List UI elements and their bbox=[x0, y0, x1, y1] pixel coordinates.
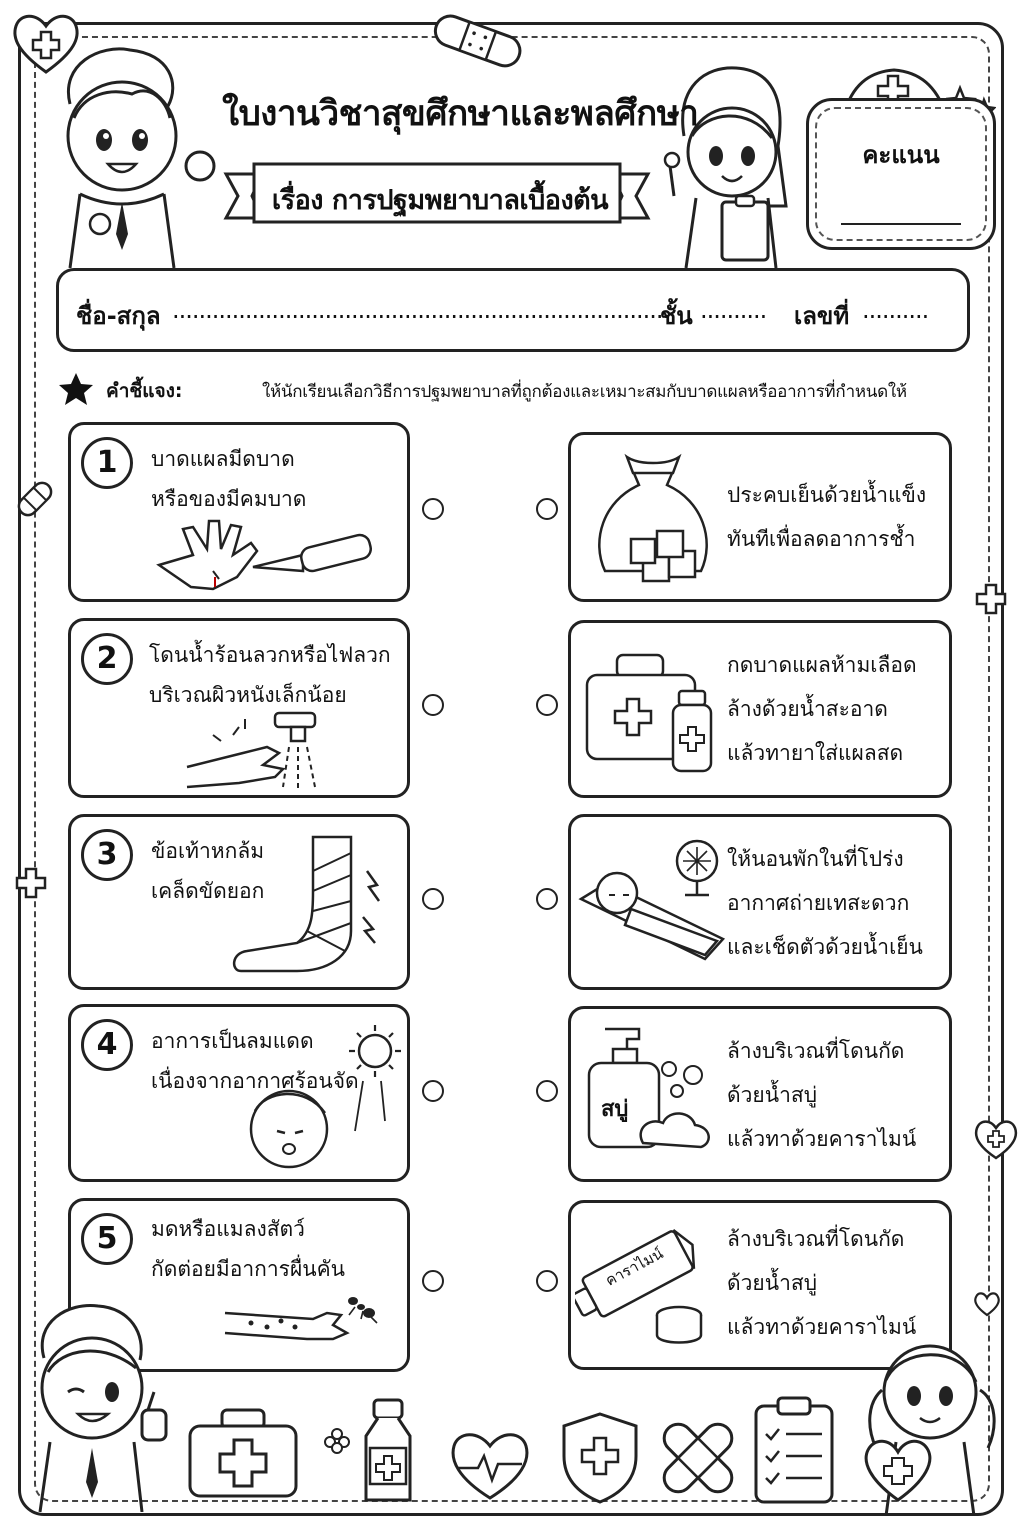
girl-doctor-heart-illustration bbox=[856, 1330, 1006, 1516]
heart-pulse-icon bbox=[448, 1428, 532, 1502]
answer-card-4: สบู่ ล้างบริเวณที่โดนกัดด้วยน้ำสบู่แล้วท… bbox=[568, 1006, 952, 1182]
bandaged-ankle-icon bbox=[233, 835, 381, 973]
question-text: บาดแผลมีดบาดหรือของมีคมบาด bbox=[151, 447, 307, 511]
heatstroke-child-icon bbox=[249, 1025, 401, 1169]
question-card-4: 4 อาการเป็นลมแดดเนื่องจากอากาศร้อนจัด bbox=[68, 1004, 410, 1182]
student-info-box bbox=[56, 268, 970, 352]
match-dot-right-1[interactable] bbox=[536, 498, 558, 520]
girl-doctor-illustration bbox=[656, 56, 806, 268]
question-text: มดหรือแมลงสัตว์กัดต่อยมีอาการผื่นคัน bbox=[151, 1217, 346, 1281]
question-number: 1 bbox=[81, 437, 133, 489]
match-dot-right-3[interactable] bbox=[536, 888, 558, 910]
crossed-bandages-icon bbox=[652, 1410, 744, 1506]
answer-text: ประคบเย็นด้วยน้ำแข็งทันทีเพื่อลดอาการช้ำ bbox=[727, 483, 927, 551]
answer-text: ให้นอนพักในที่โปร่งอากาศถ่ายเทสะดวกและเช… bbox=[727, 847, 923, 959]
match-dot-right-5[interactable] bbox=[536, 1270, 558, 1292]
worksheet-subtitle: เรื่อง การปฐมพยาบาลเบื้องต้น bbox=[271, 185, 609, 216]
worksheet-title: ใบงานวิชาสุขศึกษาและพลศึกษา bbox=[222, 94, 699, 134]
cut-hand-knife-icon bbox=[156, 519, 372, 591]
class-field[interactable]: .......... bbox=[700, 296, 767, 324]
heart-icon bbox=[972, 1290, 1002, 1318]
plus-icon bbox=[974, 582, 1008, 616]
score-box: คะแนน bbox=[806, 98, 996, 250]
answer-text: ล้างบริเวณที่โดนกัดด้วยน้ำสบู่แล้วทาด้วย… bbox=[727, 1039, 917, 1151]
heart-plus-icon bbox=[972, 1118, 1020, 1162]
boy-doctor-thumbs-up-illustration bbox=[18, 1298, 178, 1512]
question-number: 3 bbox=[81, 829, 133, 881]
shield-cross-icon bbox=[560, 1410, 640, 1506]
page-border bbox=[18, 22, 1004, 1516]
ice-bag-icon bbox=[598, 453, 708, 583]
number-field[interactable]: .......... bbox=[862, 296, 929, 324]
match-dot-left-5[interactable] bbox=[422, 1270, 444, 1292]
heart-plus-icon bbox=[8, 10, 84, 76]
question-number: 4 bbox=[81, 1019, 133, 1071]
match-dot-left-3[interactable] bbox=[422, 888, 444, 910]
match-dot-left-1[interactable] bbox=[422, 498, 444, 520]
question-card-2: 2 โดนน้ำร้อนลวกหรือไฟลวกบริเวณผิวหนังเล็… bbox=[68, 618, 410, 798]
answer-text: กดบาดแผลห้ามเลือดล้างด้วยน้ำสะอาดแล้วทาย… bbox=[727, 653, 917, 765]
medicine-bottle-icon bbox=[356, 1396, 420, 1506]
question-text: ข้อเท้าหกล้มเคล็ดขัดยอก bbox=[151, 839, 265, 903]
calamine-tube-icon bbox=[575, 1228, 703, 1344]
score-label: คะแนน bbox=[862, 141, 940, 169]
number-label: เลขที่ bbox=[794, 302, 850, 330]
first-aid-kit-bottle-icon bbox=[585, 653, 713, 773]
flower-icon bbox=[324, 1428, 350, 1454]
bandage-icon bbox=[428, 8, 528, 72]
instruction: คำชี้แจง: ให้นักเรียนเลือกวิธีการปฐมพยาบ… bbox=[58, 372, 988, 406]
answer-card-5: คาราไมน์ ล้างบริเวณที่โดนกัดด้วยน้ำสบู่แ… bbox=[568, 1200, 952, 1370]
answer-card-1: ประคบเย็นด้วยน้ำแข็งทันทีเพื่อลดอาการช้ำ bbox=[568, 432, 952, 602]
soap-label: สบู่ bbox=[601, 1097, 629, 1122]
question-card-3: 3 ข้อเท้าหกล้มเคล็ดขัดยอก bbox=[68, 814, 410, 990]
question-card-1: 1 บาดแผลมีดบาดหรือของมีคมบาด bbox=[68, 422, 410, 602]
class-label: ชั้น bbox=[660, 302, 693, 330]
answer-card-3: ให้นอนพักในที่โปร่งอากาศถ่ายเทสะดวกและเช… bbox=[568, 814, 952, 990]
question-number: 2 bbox=[81, 633, 133, 685]
question-text: โดนน้ำร้อนลวกหรือไฟลวกบริเวณผิวหนังเล็กน… bbox=[149, 643, 391, 707]
boy-doctor-illustration bbox=[40, 44, 220, 268]
insect-bite-arm-icon bbox=[224, 1297, 378, 1341]
bandage-icon bbox=[12, 476, 58, 522]
name-field[interactable]: ........................................… bbox=[172, 296, 670, 324]
question-number: 5 bbox=[81, 1213, 133, 1265]
first-aid-kit-icon bbox=[186, 1406, 300, 1500]
soap-bottle-icon bbox=[587, 1027, 710, 1149]
answer-text: ล้างบริเวณที่โดนกัดด้วยน้ำสบู่แล้วทาด้วย… bbox=[727, 1227, 917, 1339]
plus-icon bbox=[14, 866, 48, 900]
score-write-line[interactable] bbox=[841, 223, 961, 225]
match-dot-left-2[interactable] bbox=[422, 694, 444, 716]
clipboard-checklist-icon bbox=[752, 1394, 838, 1506]
instruction-lead: คำชี้แจง: bbox=[106, 380, 183, 402]
match-dot-left-4[interactable] bbox=[422, 1080, 444, 1102]
resting-child-fan-icon bbox=[578, 839, 726, 961]
match-dot-right-4[interactable] bbox=[536, 1080, 558, 1102]
hand-under-tap-icon bbox=[186, 711, 317, 791]
subtitle-ribbon bbox=[223, 162, 651, 224]
student-info-row: ชื่อ-สกุล ..............................… bbox=[76, 296, 956, 336]
name-label: ชื่อ-สกุล bbox=[76, 302, 161, 330]
instruction-text: ให้นักเรียนเลือกวิธีการปฐมพยาบาลที่ถูกต้… bbox=[262, 382, 907, 402]
answer-card-2: กดบาดแผลห้ามเลือดล้างด้วยน้ำสะอาดแล้วทาย… bbox=[568, 620, 952, 798]
star-icon bbox=[59, 373, 93, 405]
match-dot-right-2[interactable] bbox=[536, 694, 558, 716]
question-text: อาการเป็นลมแดดเนื่องจากอากาศร้อนจัด bbox=[151, 1029, 359, 1093]
